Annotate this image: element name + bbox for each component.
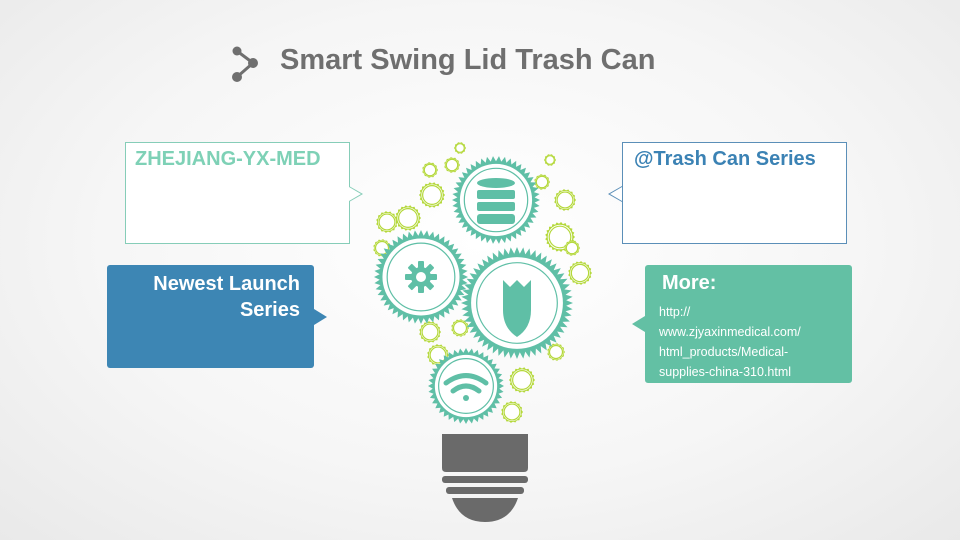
page-title: Smart Swing Lid Trash Can <box>280 44 656 76</box>
small-gear-10 <box>564 240 580 256</box>
small-gear-13 <box>419 321 441 343</box>
more-url[interactable]: http:// www.zjyaxinmedical.com/ html_pro… <box>659 305 801 379</box>
more-label: More: <box>662 272 717 294</box>
company-name: ZHEJIANG-YX-MED <box>135 148 321 170</box>
small-gear-14 <box>451 319 469 337</box>
big-gears <box>374 156 573 424</box>
small-gear-2 <box>376 211 398 233</box>
launch-callout <box>107 265 314 368</box>
small-gear-17 <box>501 401 523 423</box>
company-callout <box>125 142 350 244</box>
small-gear-4 <box>422 162 438 178</box>
gear-lightbulb <box>373 142 592 522</box>
small-gear-9 <box>568 261 592 285</box>
small-gear-12 <box>544 154 556 166</box>
small-gear-7 <box>554 189 576 211</box>
wifi-icon <box>443 373 489 401</box>
small-gears <box>373 142 592 423</box>
small-gear-5 <box>444 157 460 173</box>
share-icon <box>232 46 258 82</box>
series-callout <box>622 142 847 244</box>
gear-icon <box>405 261 437 293</box>
database-icon <box>477 178 515 224</box>
gear-top <box>452 156 540 244</box>
series-name: @Trash Can Series <box>634 148 816 170</box>
small-gear-18 <box>547 343 565 361</box>
small-gear-11 <box>534 174 550 190</box>
shield-icon <box>503 280 531 337</box>
small-gear-16 <box>509 367 535 393</box>
small-gear-1 <box>395 205 421 231</box>
launch-text: Newest Launch Series <box>153 273 300 321</box>
small-gear-0 <box>419 182 445 208</box>
small-gear-6 <box>454 142 466 154</box>
more-callout <box>645 265 852 383</box>
bulb-base <box>442 434 528 522</box>
